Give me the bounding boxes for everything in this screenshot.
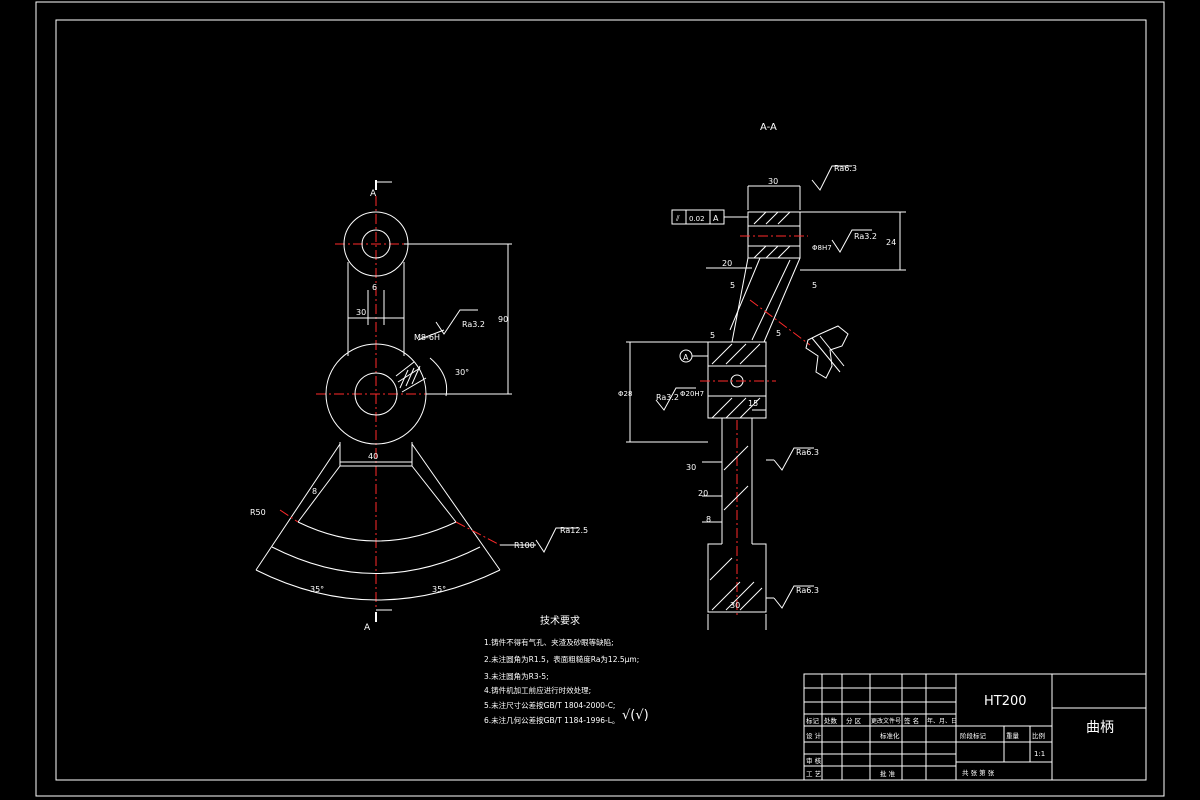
- tech-req-item-1: 1.铸件不得有气孔、夹渣及砂眼等缺陷;: [484, 637, 614, 647]
- section-top-boss: [747, 211, 801, 259]
- tolerance-symbol: ⫽: [675, 214, 680, 223]
- top-boss-hole: [361, 229, 391, 259]
- part-name: 曲柄: [1086, 720, 1114, 736]
- label-count: 处数: [824, 716, 838, 725]
- sec-dim-30a: 30: [686, 463, 696, 472]
- label-sheets: 共 张 第 张: [962, 768, 995, 777]
- roughness-ra32-front: Ra3.2: [462, 320, 485, 329]
- label-weight: 重量: [1006, 732, 1020, 740]
- label-ratio: 比例: [1032, 731, 1045, 740]
- sector-outer-arc: [255, 569, 501, 601]
- title-block-grid: [804, 674, 956, 780]
- label-review: 审 核: [806, 756, 822, 765]
- sec-dim-bore-mid: Φ20H7: [680, 390, 704, 398]
- tech-req-item-2: 2.未注圆角为R1.5，表面粗糙度Ra为12.5μm;: [484, 654, 639, 664]
- sec-dim-top-width: 30: [768, 177, 778, 186]
- label-zone: 分 区: [846, 716, 862, 725]
- section-label: A-A: [760, 122, 777, 133]
- sec-roughness-4: Ra6.3: [796, 448, 819, 457]
- sec-dim-bore-top: Φ8H7: [812, 244, 832, 252]
- general-roughness: √(√): [622, 708, 649, 723]
- outer-frame: [35, 1, 1165, 797]
- tech-requirements: 技术要求 1.铸件不得有气孔、夹渣及砂眼等缺陷; 2.未注圆角为R1.5，表面粗…: [484, 614, 649, 725]
- front-view: A A 6 30 40 8 R50 R100 M8-6H 30° 35° 35°…: [250, 180, 588, 633]
- sec-roughness-3: Ra3.2: [656, 393, 679, 402]
- title-block: HT200 曲柄 1:1 标记 处数 分 区 更改文件号 签 名 年、月、日 设…: [803, 673, 1147, 781]
- sec-dim-5b: 5: [812, 281, 817, 290]
- label-approve: 批 准: [880, 769, 896, 778]
- dim-r100: R100: [514, 541, 535, 550]
- dim-8: 8: [312, 487, 317, 496]
- dim-40: 40: [368, 452, 378, 461]
- datum-label: A: [683, 353, 689, 362]
- sec-dim-bottom-width: 30: [730, 601, 740, 610]
- section-mark-bottom: A: [364, 623, 371, 633]
- dim-r50: R50: [250, 508, 266, 517]
- tech-req-item-3: 3.未注圆角为R3-5;: [484, 671, 549, 681]
- tech-req-item-6: 6.未注几何公差按GB/T 1184-1996-L。: [484, 715, 619, 725]
- tolerance-datum: A: [713, 214, 719, 223]
- dim-angle35-left: 35°: [310, 585, 324, 594]
- hatch-top: [753, 211, 791, 259]
- hatch-bottom: [709, 445, 763, 611]
- dim-m8: M8-6H: [414, 333, 440, 342]
- removed-section: [805, 325, 849, 379]
- section-view: A-A: [618, 122, 906, 630]
- label-craft: 工 艺: [806, 770, 822, 778]
- dim-vertical: 90: [498, 315, 508, 324]
- label-mark: 标记: [806, 716, 820, 725]
- label-standard: 标准化: [880, 731, 900, 740]
- material: HT200: [984, 694, 1027, 709]
- label-doc: 更改文件号: [871, 717, 901, 725]
- sec-dim-mid-height: Φ28: [618, 390, 632, 398]
- hub-hole: [354, 372, 398, 416]
- sector-left-edge: [255, 443, 341, 571]
- sector-right-edge: [411, 443, 501, 571]
- label-design: 设 计: [806, 731, 822, 740]
- tapped-hole: [395, 361, 427, 393]
- label-date: 年、月、日: [927, 717, 957, 725]
- tech-req-item-5: 5.未注尺寸公差按GB/T 1804-2000-C;: [484, 700, 615, 710]
- tolerance-value: 0.02: [689, 215, 705, 223]
- label-sign: 签 名: [904, 716, 919, 725]
- sec-dim-15: 15: [748, 399, 758, 408]
- sec-dim-5c: 5: [710, 331, 715, 340]
- sec-dim-5d: 5: [776, 329, 781, 338]
- sec-dim-offset: 20: [722, 259, 732, 268]
- scale-value: 1:1: [1034, 750, 1045, 758]
- sec-roughness-2: Ra3.2: [854, 232, 877, 241]
- sec-dim-top-height: 24: [886, 238, 896, 247]
- sector-mid-arc: [271, 546, 481, 574]
- tech-req-title: 技术要求: [540, 614, 580, 627]
- section-mark-top: A: [370, 189, 377, 199]
- roughness-ra125-front: Ra12.5: [560, 526, 588, 535]
- dim-angle30: 30°: [455, 368, 469, 377]
- sec-dim-20: 20: [698, 489, 708, 498]
- dim-30: 30: [356, 308, 366, 317]
- sec-dim-5a: 5: [730, 281, 735, 290]
- section-hub: [707, 341, 767, 419]
- inner-frame: [55, 19, 1147, 781]
- label-stage: 阶段标记: [960, 731, 987, 740]
- sec-roughness-1: Ra6.3: [834, 164, 857, 173]
- sec-roughness-5: Ra6.3: [796, 586, 819, 595]
- dim-angle35-right: 35°: [432, 585, 446, 594]
- hatch-hub: [711, 343, 761, 419]
- tech-req-item-4: 4.铸件机加工前应进行时效处理;: [484, 685, 591, 695]
- sec-dim-8: 8: [706, 515, 711, 524]
- sector-inner-arc: [297, 521, 457, 542]
- dim-6: 6: [372, 283, 377, 292]
